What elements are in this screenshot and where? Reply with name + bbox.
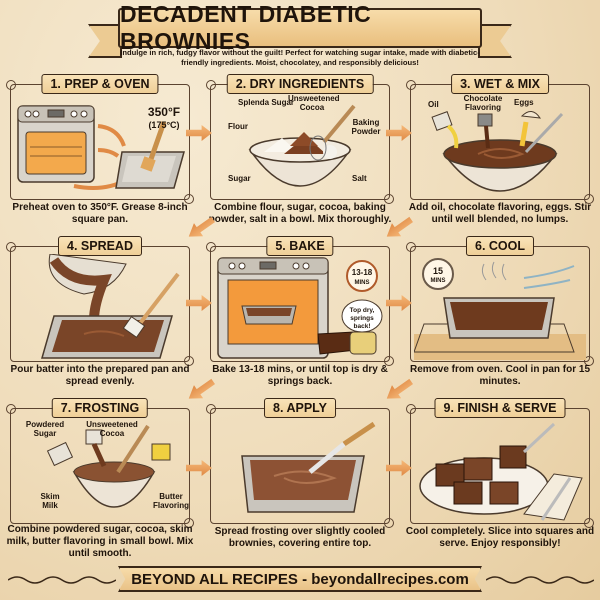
- knife-icon: [342, 421, 376, 447]
- whisk-icon: [322, 104, 356, 144]
- step-9: 9. FINISH & SERVE Cool completely. Slice…: [400, 394, 600, 556]
- footer-banner[interactable]: BEYOND ALL RECIPES - beyondallrecipes.co…: [118, 566, 482, 592]
- page-subtitle: Indulge in rich, fudgy flavor without th…: [120, 48, 480, 67]
- step-label: 9. FINISH & SERVE: [434, 398, 566, 418]
- step-label: 4. SPREAD: [58, 236, 142, 256]
- step-caption: Cool completely. Slice into squares and …: [405, 526, 595, 549]
- napkin-icon: [523, 473, 583, 521]
- step-5: 5. BAKE 13-18 MINS Top dry, springs back…: [200, 232, 400, 394]
- pastry-brush-icon: [147, 121, 167, 163]
- whisk-icon: [116, 424, 150, 474]
- label-skim-milk: Skim Milk: [40, 492, 60, 510]
- plate-icon: [419, 422, 583, 521]
- mixing-bowl-icon: [248, 104, 356, 187]
- step-label: 2. DRY INGREDIENTS: [226, 74, 374, 94]
- spoon-icon: [524, 112, 564, 154]
- footer: BEYOND ALL RECIPES - beyondallrecipes.co…: [0, 560, 600, 600]
- oven-icon: 13-18 MINS Top dry, springs back!: [217, 257, 383, 359]
- svg-text:MINS: MINS: [355, 280, 370, 286]
- squiggle-right-icon: [486, 576, 594, 584]
- step-label: 7. FROSTING: [51, 398, 149, 418]
- step-caption: Add oil, chocolate flavoring, eggs. Stir…: [408, 202, 592, 225]
- step-label: 8. APPLY: [264, 398, 336, 418]
- svg-text:(175°C): (175°C): [148, 120, 179, 130]
- label-baking-powder: Baking Powder: [351, 118, 381, 136]
- step-caption: Remove from oven. Cool in pan for 15 min…: [409, 364, 591, 387]
- step-8: 8. APPLY Spread frosting over slightly c…: [200, 394, 400, 556]
- svg-text:13-18: 13-18: [352, 268, 373, 277]
- step-2: 2. DRY INGREDIENTS Splenda Sugar Unsweet…: [200, 70, 400, 232]
- step-label: 1. PREP & OVEN: [41, 74, 159, 94]
- label-cocoa: Unsweetened Cocoa: [86, 420, 138, 438]
- step-7: 7. FROSTING Powdered Sugar Unsweetened C…: [0, 394, 200, 559]
- label-chocolate-flavoring: Chocolate Flavoring: [463, 94, 503, 112]
- step-3: 3. WET & MIX Oil Chocolate Flavoring Egg…: [400, 70, 600, 232]
- step-1: 1. PREP & OVEN 350°F (175°C) Preheat ove…: [0, 70, 200, 232]
- step-caption: Pour batter into the prepared pan and sp…: [10, 364, 190, 387]
- label-flour: Flour: [228, 122, 248, 131]
- svg-text:15: 15: [433, 266, 443, 276]
- label-sugar: Sugar: [228, 174, 251, 183]
- mixing-bowl-icon: [431, 111, 564, 192]
- svg-text:back!: back!: [354, 323, 371, 330]
- baking-pan-icon: [41, 254, 180, 359]
- label-splenda: Splenda Sugar: [238, 98, 295, 107]
- step-caption: Spread frosting over slightly cooled bro…: [214, 526, 386, 549]
- label-cocoa: Unsweetened Cocoa: [288, 94, 340, 112]
- title-banner: DECADENT DIABETIC BROWNIES: [118, 1, 482, 54]
- step-caption: Combine powdered sugar, cocoa, skim milk…: [6, 524, 194, 559]
- step-label: 3. WET & MIX: [451, 74, 549, 94]
- label-oil: Oil: [428, 100, 439, 109]
- steps-grid: 1. PREP & OVEN 350°F (175°C) Preheat ove…: [0, 70, 600, 559]
- spatula-icon: [136, 272, 180, 328]
- baking-pan-icon: [241, 421, 376, 513]
- step-caption: Combine flour, sugar, cocoa, baking powd…: [208, 202, 392, 225]
- fork-icon: [540, 477, 572, 521]
- step-caption: Bake 13-18 mins, or until top is dry & s…: [212, 364, 388, 387]
- oven-mitt-icon: [349, 331, 377, 355]
- step-label: 6. COOL: [465, 236, 535, 256]
- step-4: 4. SPREAD Pour batter into the prepared …: [0, 232, 200, 394]
- step-6: 6. COOL 15 MINS Remove from oven. Cool i…: [400, 232, 600, 394]
- timer-icon: [346, 260, 378, 292]
- svg-text:Top dry,: Top dry,: [350, 307, 375, 314]
- label-eggs: Eggs: [514, 98, 534, 107]
- step-label: 5. BAKE: [266, 236, 334, 256]
- mixing-bowl-icon: [46, 424, 171, 508]
- label-butter-flavoring: Butter Flavoring: [152, 492, 189, 510]
- footer-link[interactable]: BEYOND ALL RECIPES - beyondallrecipes.co…: [131, 570, 469, 588]
- timer-icon: [422, 258, 454, 290]
- label-powdered-sugar: Powdered Sugar: [25, 420, 65, 438]
- step-caption: Preheat oven to 350°F. Grease 8-inch squ…: [12, 202, 188, 225]
- squiggle-left-icon: [8, 576, 116, 584]
- oven-icon: 350°F (175°C): [17, 105, 185, 190]
- label-salt: Salt: [352, 174, 367, 183]
- page-title: DECADENT DIABETIC BROWNIES: [120, 1, 372, 54]
- svg-text:MINS: MINS: [431, 278, 446, 284]
- svg-text:350°F: 350°F: [148, 105, 180, 119]
- svg-text:springs: springs: [350, 315, 374, 322]
- header: DECADENT DIABETIC BROWNIES Indulge in ri…: [0, 0, 600, 72]
- cooling-rack-icon: 15 MINS: [414, 258, 586, 360]
